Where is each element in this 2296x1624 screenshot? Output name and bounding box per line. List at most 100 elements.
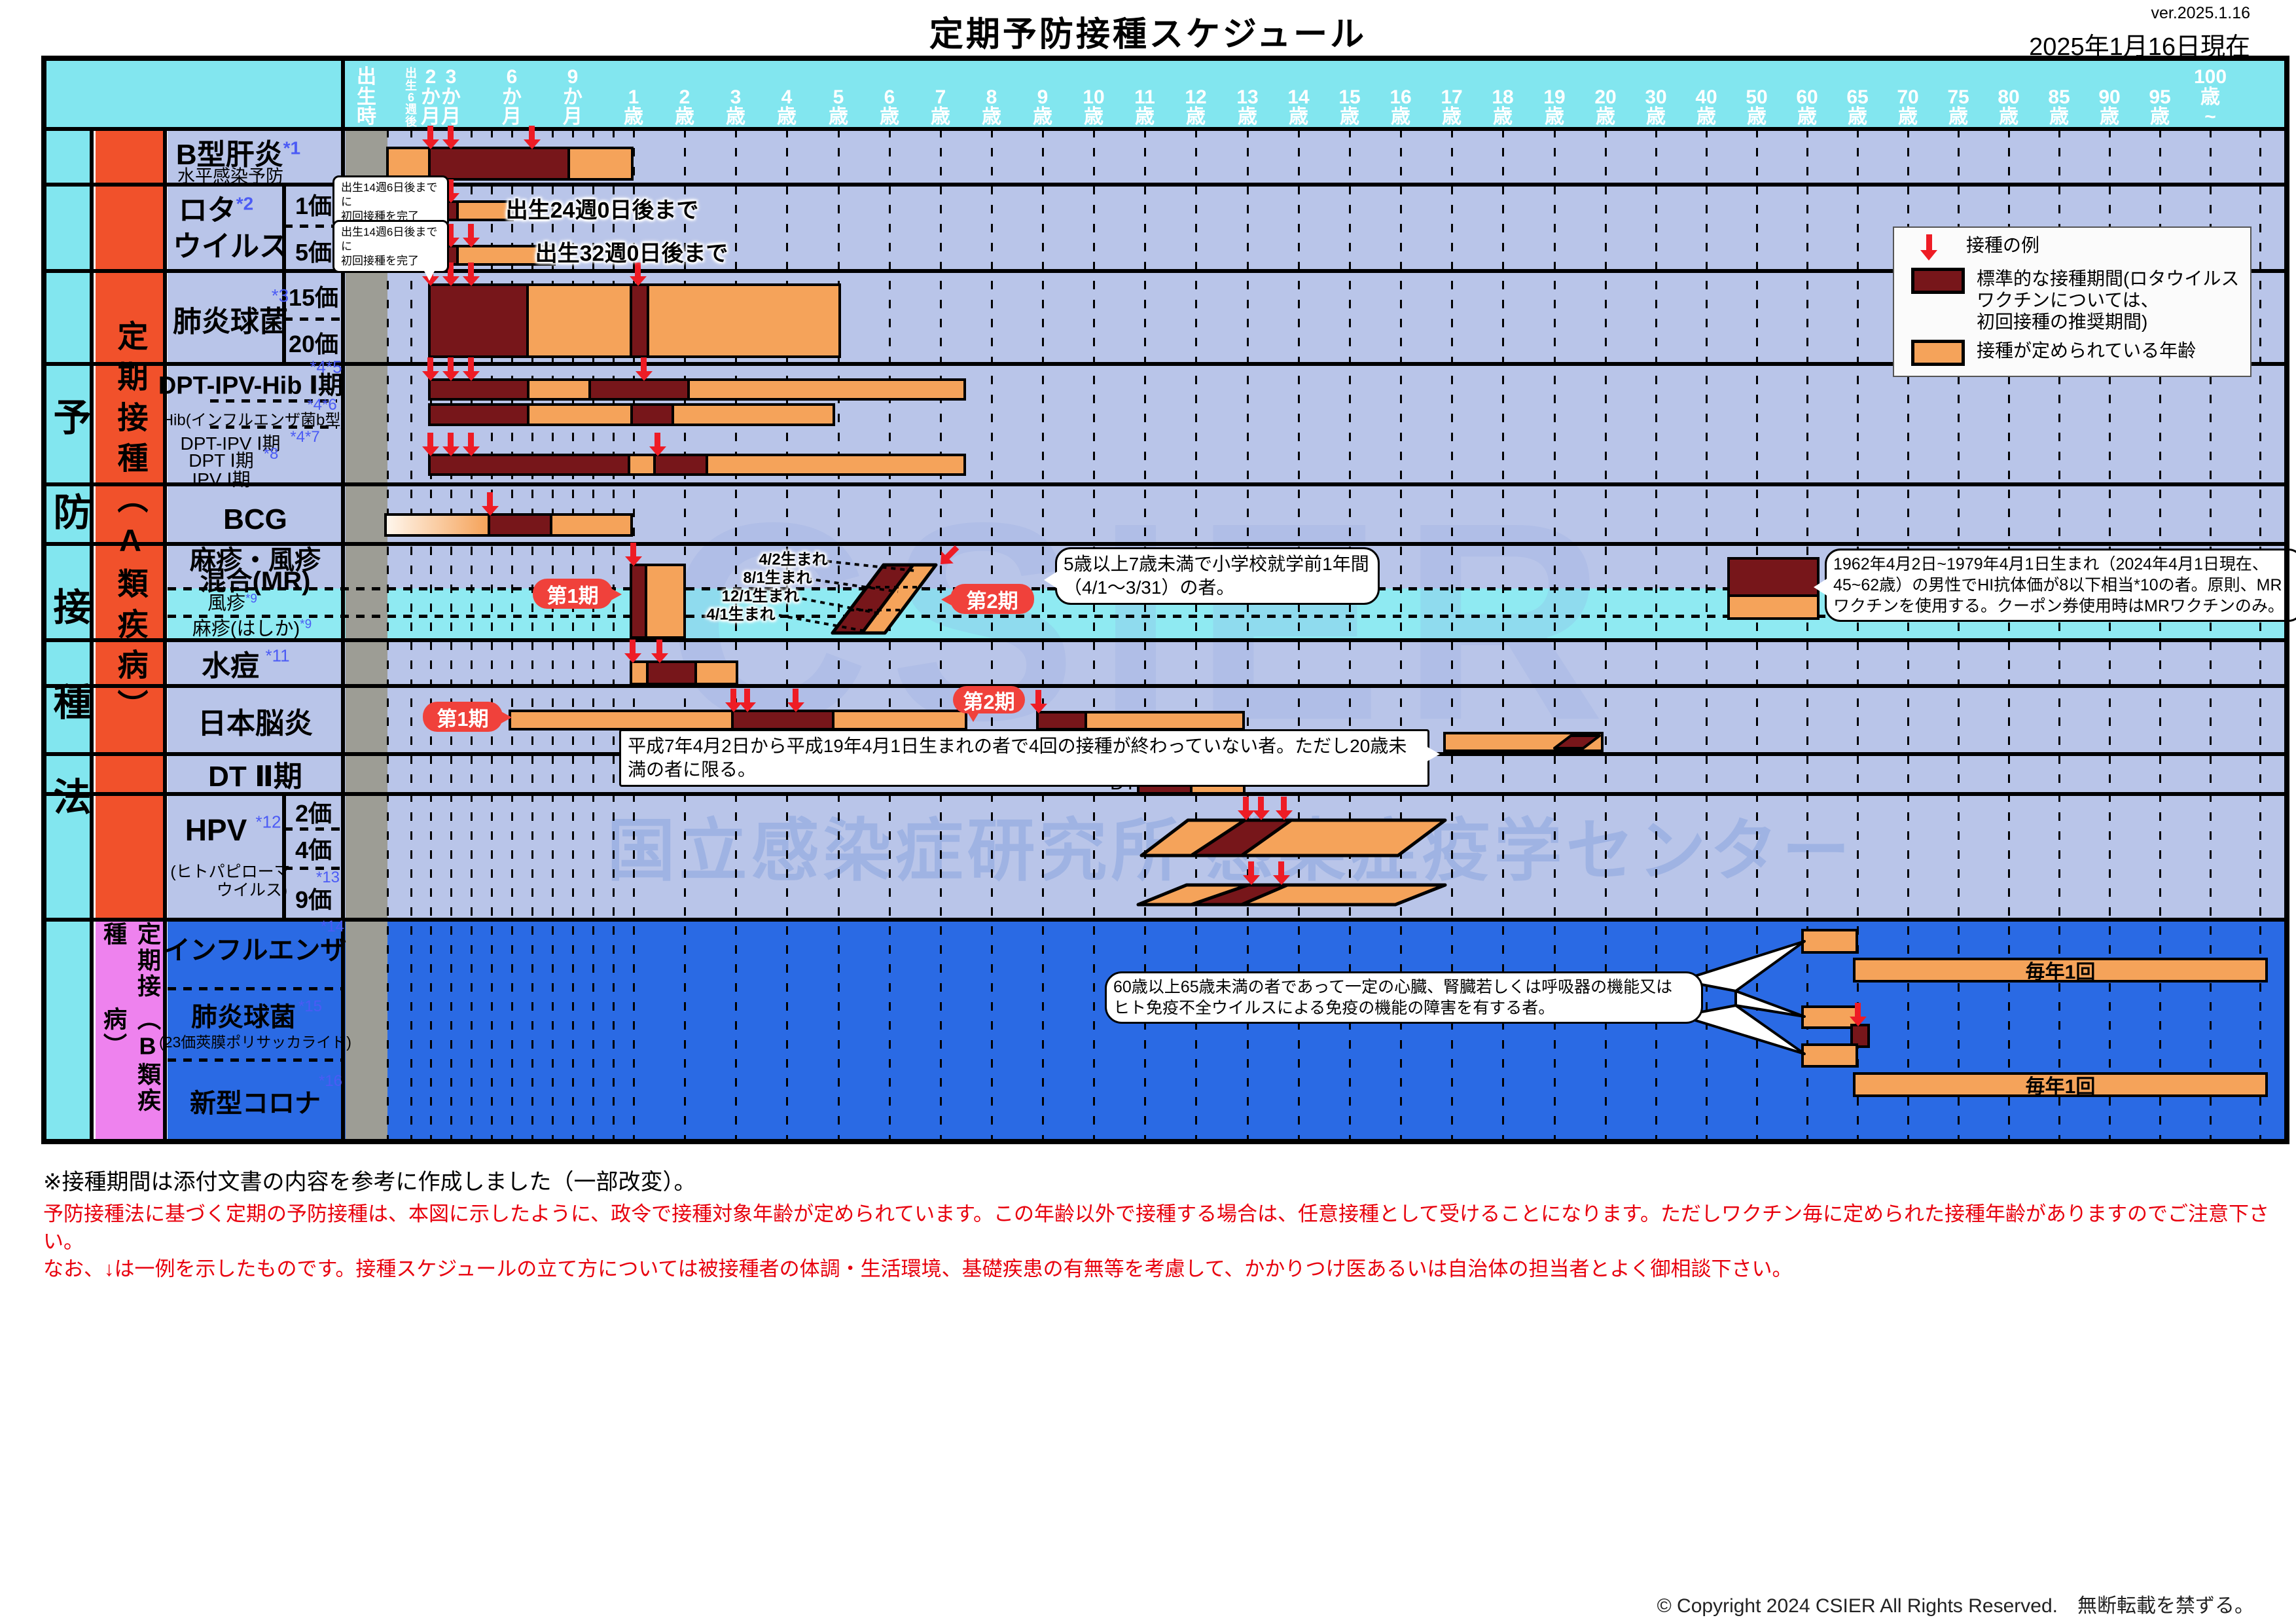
arrow-shaft bbox=[448, 433, 454, 447]
callout-note: 60歳以上65歳未満の者であって一定の心臓、腎臓若しくは呼吸器の機能又はヒト免疫… bbox=[1105, 971, 1703, 1024]
arrow-shaft bbox=[468, 357, 474, 372]
chart-label: *15 bbox=[298, 998, 323, 1015]
arrow-shaft bbox=[1243, 797, 1249, 811]
callout-text: 初回接種を完了 bbox=[341, 254, 419, 267]
bar-segment bbox=[734, 712, 834, 728]
vaccine-bar-covid-65plus bbox=[1853, 1072, 2268, 1097]
row-divider bbox=[41, 127, 2289, 131]
dose-arrow-icon bbox=[636, 357, 653, 381]
chart-label: *11 bbox=[265, 645, 290, 666]
arrow-head bbox=[1243, 875, 1260, 885]
row-divider bbox=[41, 269, 2289, 273]
bubble-pointer bbox=[967, 712, 979, 722]
gridline bbox=[786, 129, 788, 1139]
legend-defined-label: 接種が定められている年齢 bbox=[1977, 340, 2197, 361]
gridline bbox=[531, 129, 533, 1139]
arrow-shaft bbox=[635, 262, 641, 277]
legend-standard-label: 標準的な接種期間(ロタウイルス ワクチンについては、 初回接種の推奨期間) bbox=[1977, 268, 2240, 333]
gridline bbox=[1857, 129, 1859, 1139]
bar-segment bbox=[490, 516, 552, 534]
gridline bbox=[889, 129, 891, 1139]
arrow-shaft bbox=[427, 357, 433, 372]
axis-tick: 出生時 bbox=[357, 66, 376, 128]
chart-label: *12 bbox=[255, 812, 281, 832]
bar-segment bbox=[1804, 1008, 1856, 1026]
bar-segment bbox=[570, 149, 631, 178]
chart-label: 肺炎球菌 bbox=[173, 306, 288, 338]
callout-text: 初回接種を完了 bbox=[341, 209, 419, 223]
bar-segment bbox=[674, 406, 833, 424]
bar-segment bbox=[697, 663, 736, 683]
arrow-head bbox=[463, 371, 480, 381]
dose-arrow-icon bbox=[422, 433, 439, 456]
arrow-head bbox=[787, 702, 804, 712]
gridline bbox=[2259, 129, 2261, 1139]
phase-bubble: 第1期 bbox=[533, 579, 622, 609]
bar-segment bbox=[656, 456, 708, 473]
gridline bbox=[1958, 129, 1960, 1139]
chart-label: HPV bbox=[185, 813, 247, 847]
arrow-shaft bbox=[448, 179, 454, 194]
arrow-shaft bbox=[641, 357, 647, 372]
callout-text: （4/1～3/31）の者。 bbox=[1064, 577, 1235, 598]
arrow-head bbox=[1253, 810, 1270, 820]
arrow-head bbox=[651, 653, 668, 663]
arrow-head bbox=[422, 446, 439, 456]
arrow-shaft bbox=[448, 126, 454, 140]
bar-segment bbox=[389, 149, 431, 178]
arrow-head bbox=[442, 276, 459, 286]
dose-arrow-icon bbox=[625, 543, 642, 566]
gridline bbox=[1247, 129, 1249, 1139]
legend-example-label: 接種の例 bbox=[1966, 235, 2040, 255]
arrow-shaft bbox=[468, 433, 474, 447]
row-divider bbox=[41, 918, 2289, 922]
chart-label: *3 bbox=[271, 285, 289, 306]
chart-label: IPV Ⅰ期 bbox=[192, 469, 251, 490]
row-divider bbox=[41, 183, 2289, 187]
row-divider bbox=[41, 684, 2289, 688]
dose-arrow-icon bbox=[651, 640, 668, 663]
chart-label: 12/1生まれ bbox=[721, 587, 800, 605]
bar-segment bbox=[632, 566, 647, 636]
gridline bbox=[572, 129, 574, 1139]
arrow-head bbox=[463, 276, 480, 286]
vaccine-bar-flu-65plus bbox=[1853, 958, 2268, 983]
bar-segment bbox=[459, 247, 553, 263]
bar-segment bbox=[708, 456, 963, 473]
defined-age-swatch bbox=[1911, 340, 1965, 367]
arrow-shaft bbox=[1281, 797, 1287, 811]
row-divider-dotted bbox=[168, 987, 343, 990]
arrow-head bbox=[442, 446, 459, 456]
callout-text: 平成7年4月2日から平成19年4月1日生まれの者で4回の接種が終わっていない者。… bbox=[628, 736, 1407, 780]
chart-label: *4*5 bbox=[310, 357, 342, 377]
watermark-text: 国立感染症研究所 感染症疫学センター bbox=[607, 813, 1854, 890]
law-column-bg bbox=[44, 58, 93, 1139]
arrow-shaft bbox=[1855, 1003, 1861, 1017]
bar-segment bbox=[1039, 713, 1087, 728]
callout-note: 5歳以上7歳未満で小学校就学前1年間（4/1～3/31）の者。 bbox=[1044, 547, 1380, 605]
arrow-head bbox=[524, 139, 541, 149]
dose-arrow-icon bbox=[463, 262, 480, 286]
callout-pointer bbox=[1044, 570, 1058, 589]
arrow-head bbox=[649, 446, 666, 456]
chart-label: 毎年1回 bbox=[2025, 962, 2096, 983]
arrow-head bbox=[1238, 810, 1255, 820]
bubble-pointer bbox=[610, 587, 622, 601]
arrow-head bbox=[463, 238, 480, 247]
row-divider bbox=[41, 542, 2289, 546]
chart-label: ウイルス) bbox=[216, 881, 288, 899]
bar-segment bbox=[1804, 1046, 1856, 1065]
chart-label: 1価 bbox=[295, 192, 332, 219]
row-divider-dotted bbox=[210, 399, 337, 403]
